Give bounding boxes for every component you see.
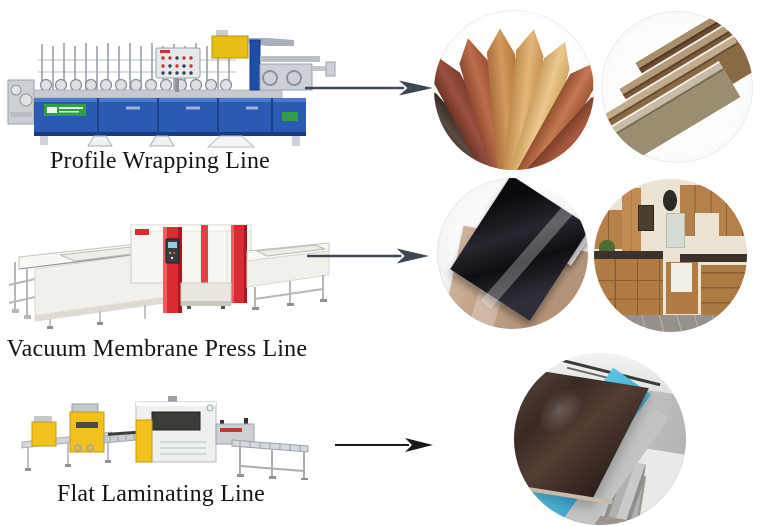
- base-cabinets: [701, 264, 747, 317]
- arrow-right-icon: [335, 438, 433, 452]
- arrow-right-icon: [305, 80, 433, 96]
- base-cabinets: [594, 259, 663, 318]
- tall-cabinet: [621, 188, 642, 253]
- upper-cabinets: [679, 185, 747, 236]
- kitchen-window: [665, 212, 685, 249]
- product-photo-profile-strips: [434, 10, 594, 170]
- arrow-right-icon: [307, 248, 429, 264]
- wall-clock: [662, 189, 677, 212]
- product-photo-glossy-panels: [437, 178, 588, 329]
- line-label-profile-wrapping: Profile Wrapping Line: [49, 148, 271, 174]
- profile-wrapping-machine-image: [7, 30, 336, 148]
- picture-frame: [638, 205, 655, 232]
- farmhouse-sink: [670, 263, 692, 293]
- line-label-vacuum-membrane-press: Vacuum Membrane Press Line: [6, 336, 308, 362]
- cabinet-arch: [694, 212, 720, 238]
- countertop: [594, 250, 663, 260]
- vacuum-membrane-press-machine-image: [8, 224, 330, 329]
- product-photo-skirting-boards: [601, 11, 753, 163]
- countertop: [679, 253, 747, 263]
- line-label-flat-laminating: Flat Laminating Line: [57, 481, 265, 507]
- product-photo-kitchen-cabinets: [594, 179, 747, 332]
- flat-laminating-machine-image: [21, 396, 309, 480]
- product-photo-laminated-board: [514, 353, 686, 525]
- tile-floor: [594, 315, 747, 332]
